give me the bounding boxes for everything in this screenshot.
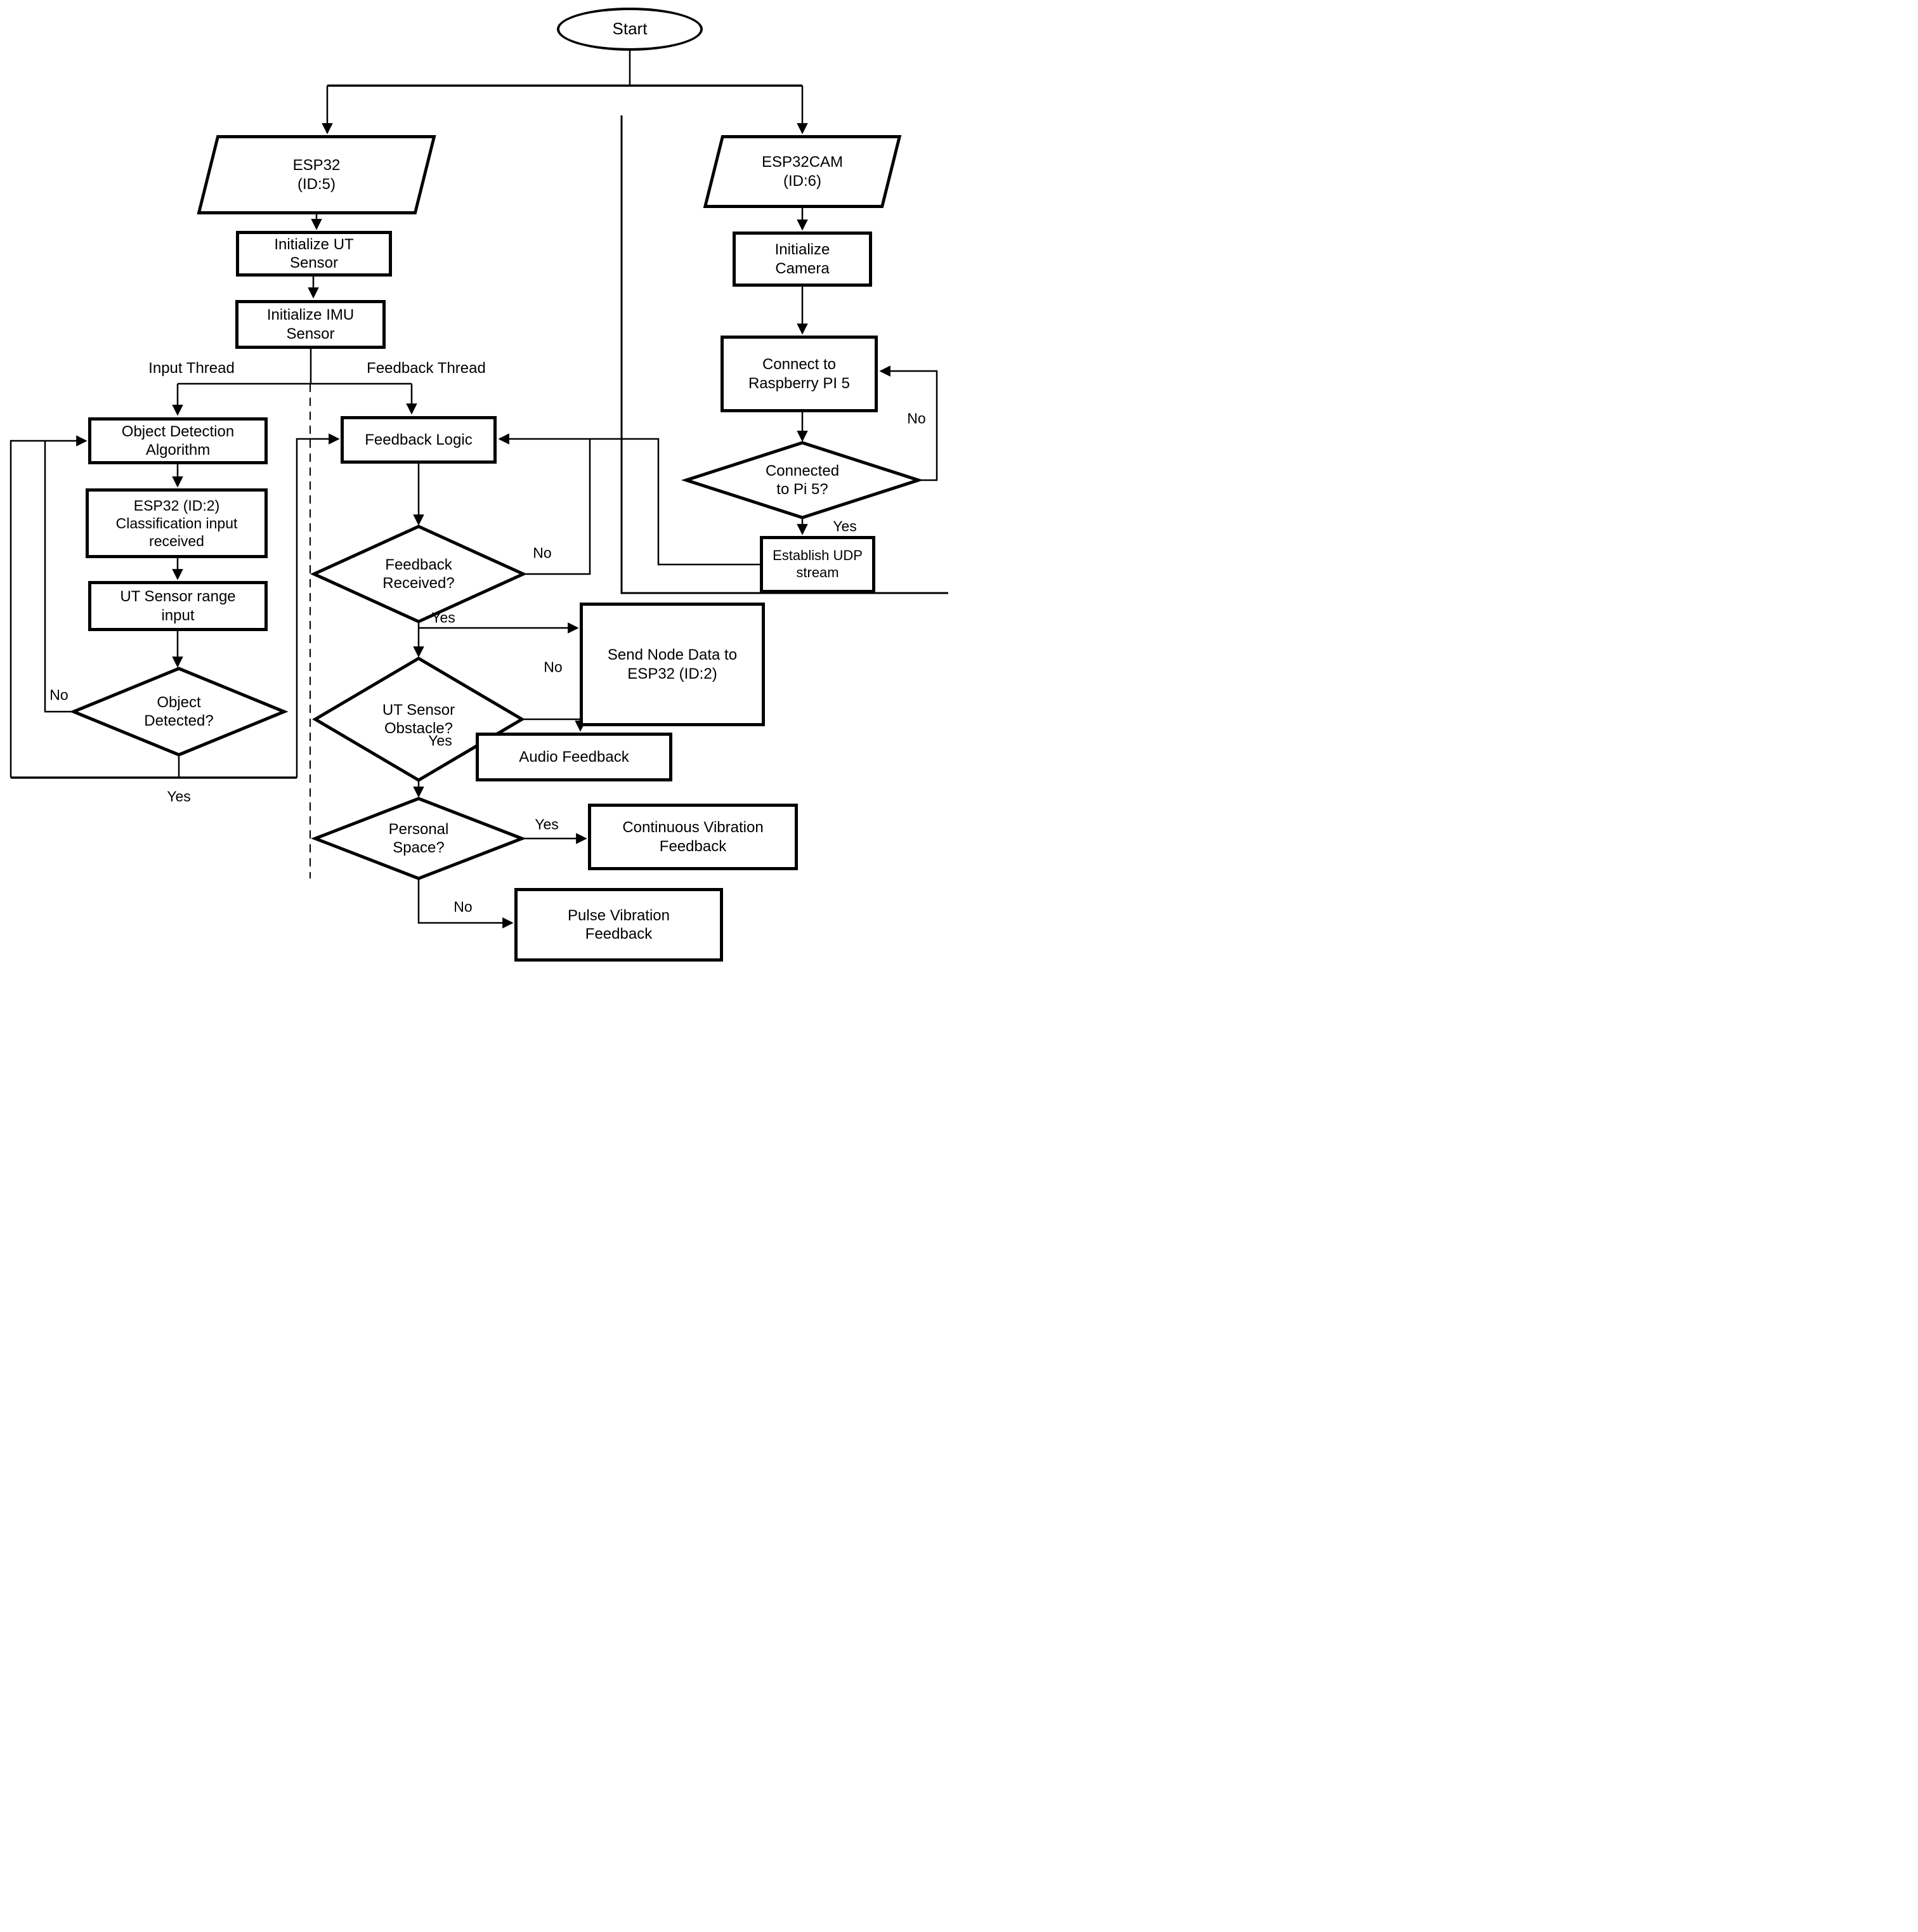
node-object-detected-shape [69,667,289,757]
edge-received-no-loop [523,439,591,575]
edge-udp-to-logic [498,433,760,566]
node-connected-to-pi5-shape [681,441,924,519]
node-feedback-received-shape [310,525,528,623]
edge-pi5-no-loop [879,365,938,481]
flow-connectors [10,51,948,929]
edge-outer-loop-to-objdet [10,435,88,778]
edge-detected-no-loop [44,441,74,713]
edge-personal-no-path [417,878,514,929]
node-personal-space-shape [311,797,526,880]
edge-lane-divider [620,115,948,594]
node-ut-sensor-obstacle-shape [312,656,525,782]
edge-obstacle-no-path [522,718,586,732]
edge-yes-riser-to-logic [296,433,340,778]
